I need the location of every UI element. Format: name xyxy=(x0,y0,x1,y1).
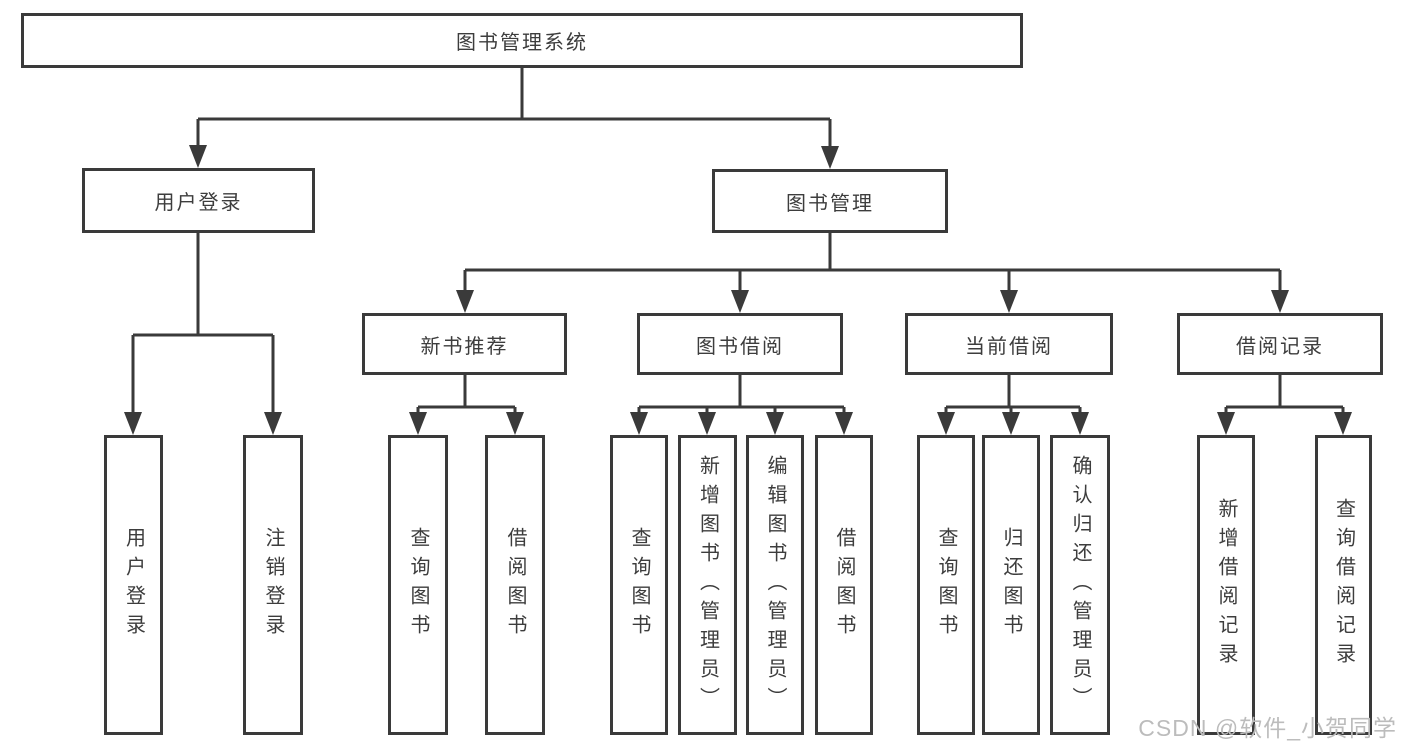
leaf-user-login: 用户登录 xyxy=(104,435,163,735)
leaf-borrow-books-recommend-label: 借阅图书 xyxy=(504,527,526,643)
connector-book-borrow-to-leaves xyxy=(630,375,853,435)
leaf-query-books-current: 查询图书 xyxy=(917,435,975,735)
leaf-confirm-return-admin: 确认归还（管理员） xyxy=(1050,435,1110,735)
leaf-user-login-label: 用户登录 xyxy=(122,527,145,643)
node-book-management: 图书管理 xyxy=(712,169,948,233)
leaf-logout: 注销登录 xyxy=(243,435,303,735)
csdn-watermark: CSDN @软件_小贺同学 xyxy=(1138,715,1397,741)
leaf-query-books-borrow: 查询图书 xyxy=(610,435,668,735)
node-user-login: 用户登录 xyxy=(82,168,315,233)
leaf-query-books-borrow-label: 查询图书 xyxy=(628,527,650,643)
leaf-edit-books-admin-label: 编辑图书（管理员） xyxy=(764,454,786,716)
leaf-add-books-admin-label: 新增图书（管理员） xyxy=(696,454,719,716)
leaf-return-books: 归还图书 xyxy=(982,435,1040,735)
leaf-confirm-return-admin-label: 确认归还（管理员） xyxy=(1069,454,1091,716)
connector-user-login-to-leaves xyxy=(124,233,282,435)
leaf-add-books-admin: 新增图书（管理员） xyxy=(678,435,737,735)
leaf-return-books-label: 归还图书 xyxy=(1000,527,1022,643)
connector-new-book-recommend-to-leaves xyxy=(409,375,524,435)
leaf-query-books-current-label: 查询图书 xyxy=(935,527,957,643)
leaf-add-borrow-record-label: 新增借阅记录 xyxy=(1215,498,1237,672)
leaf-edit-books-admin: 编辑图书（管理员） xyxy=(746,435,804,735)
leaf-logout-label: 注销登录 xyxy=(262,527,284,643)
leaf-add-borrow-record: 新增借阅记录 xyxy=(1197,435,1255,735)
leaf-query-borrow-record-label: 查询借阅记录 xyxy=(1332,498,1355,672)
leaf-query-borrow-record: 查询借阅记录 xyxy=(1315,435,1372,735)
node-root-system: 图书管理系统 xyxy=(21,13,1023,68)
connector-book-management-to-level3 xyxy=(456,233,1289,313)
leaf-borrow-books-recommend: 借阅图书 xyxy=(485,435,545,735)
leaf-query-books-recommend: 查询图书 xyxy=(388,435,448,735)
node-book-borrow: 图书借阅 xyxy=(637,313,843,375)
node-borrow-records: 借阅记录 xyxy=(1177,313,1383,375)
node-current-borrow: 当前借阅 xyxy=(905,313,1113,375)
connector-root-to-level2 xyxy=(189,68,839,169)
leaf-borrow-books-label: 借阅图书 xyxy=(833,527,855,643)
connector-current-borrow-to-leaves xyxy=(937,375,1089,435)
leaf-query-books-recommend-label: 查询图书 xyxy=(407,527,429,643)
connector-borrow-records-to-leaves xyxy=(1217,375,1352,435)
node-new-book-recommend: 新书推荐 xyxy=(362,313,567,375)
leaf-borrow-books: 借阅图书 xyxy=(815,435,873,735)
